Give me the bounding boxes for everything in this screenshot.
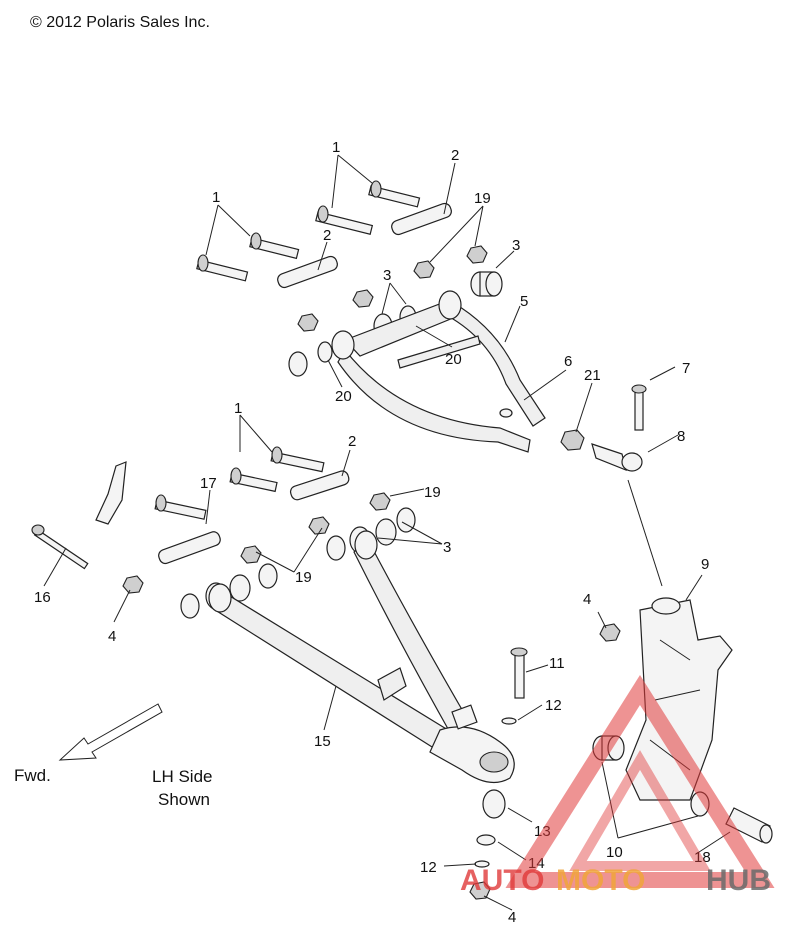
nut-part — [308, 516, 330, 535]
callout-20: 20 — [445, 351, 462, 368]
callout-1: 1 — [234, 400, 242, 417]
callout-15: 15 — [314, 733, 331, 750]
nut-part — [122, 575, 144, 594]
callout-10: 10 — [606, 844, 623, 861]
callout-2: 2 — [323, 227, 331, 244]
snap-ring-part — [476, 834, 496, 846]
forward-arrow-icon — [58, 703, 163, 761]
callout-19: 19 — [295, 569, 312, 586]
callout-4: 4 — [583, 591, 591, 608]
tie-rod-end-part — [591, 443, 627, 471]
bolt-part — [249, 232, 300, 260]
bushing-part — [326, 535, 346, 561]
nut-part — [352, 289, 374, 308]
knuckle-part — [625, 599, 733, 801]
side-note-line2: Shown — [158, 790, 210, 809]
callout-20: 20 — [335, 388, 352, 405]
leader-lines — [43, 154, 731, 911]
lower-a-arm-part — [211, 589, 449, 753]
upper-a-arm-group — [196, 180, 647, 472]
callout-3: 3 — [512, 237, 520, 254]
bracket-part — [95, 461, 127, 525]
bolt-part — [514, 651, 525, 699]
bushing-part — [258, 563, 278, 589]
callout-12: 12 — [545, 697, 562, 714]
callout-18: 18 — [694, 849, 711, 866]
cotter-part — [499, 408, 513, 418]
callout-2: 2 — [348, 433, 356, 450]
bolt-part — [315, 205, 374, 236]
callout-4: 4 — [108, 628, 116, 645]
callout-5: 5 — [520, 293, 528, 310]
bushing-part — [396, 507, 416, 533]
callout-19: 19 — [424, 484, 441, 501]
nut-part — [466, 245, 488, 264]
callout-2: 2 — [451, 147, 459, 164]
bolt-part — [270, 446, 325, 473]
nut-part — [297, 313, 319, 332]
callout-4: 4 — [508, 909, 516, 926]
copyright-text: © 2012 Polaris Sales Inc. — [30, 14, 210, 31]
callout-3: 3 — [443, 539, 451, 556]
callout-17: 17 — [200, 475, 217, 492]
washer-part — [501, 717, 517, 725]
callout-12: 12 — [420, 859, 437, 876]
ball-joint-part — [482, 789, 506, 819]
cam-plate-part — [391, 202, 452, 236]
bolt-part — [368, 180, 421, 208]
cam-plate-part — [277, 255, 338, 289]
forward-label: Fwd. — [14, 766, 51, 785]
side-note-line1: LH Side — [152, 767, 212, 786]
callout-9: 9 — [701, 556, 709, 573]
washer-part — [317, 341, 333, 363]
watermark-text-hub: HUB — [706, 864, 771, 897]
cam-plate-part — [289, 470, 350, 501]
callout-1: 1 — [212, 189, 220, 206]
watermark-text-auto: AUTO — [460, 864, 544, 897]
callout-11: 11 — [549, 655, 565, 672]
bolt-part — [196, 254, 249, 282]
callout-19: 19 — [474, 190, 491, 207]
bolt-part — [634, 389, 644, 431]
callout-8: 8 — [677, 428, 685, 445]
callout-1: 1 — [332, 139, 340, 156]
bushing-part — [180, 593, 200, 619]
callout-3: 3 — [383, 267, 391, 284]
watermark-logo: AUTO MOTO HUB — [460, 675, 775, 897]
nut-part — [240, 545, 262, 564]
nut-part — [369, 492, 391, 511]
nut-part — [469, 881, 491, 900]
lower-a-arm-group — [31, 446, 621, 784]
nut-part — [560, 429, 585, 451]
bolt-part — [229, 467, 278, 493]
callout-6: 6 — [564, 353, 572, 370]
callout-21: 21 — [584, 367, 601, 384]
bolt-part — [154, 494, 207, 520]
nut-part — [413, 260, 435, 279]
watermark-triangle-icon — [505, 675, 775, 888]
cam-plate-part — [158, 531, 221, 565]
callout-16: 16 — [34, 589, 51, 606]
bolt-part — [33, 529, 89, 570]
watermark-text-moto: MOTO — [556, 864, 645, 897]
nut-part — [599, 623, 621, 642]
bushing-part — [288, 351, 308, 377]
callout-7: 7 — [682, 360, 690, 377]
